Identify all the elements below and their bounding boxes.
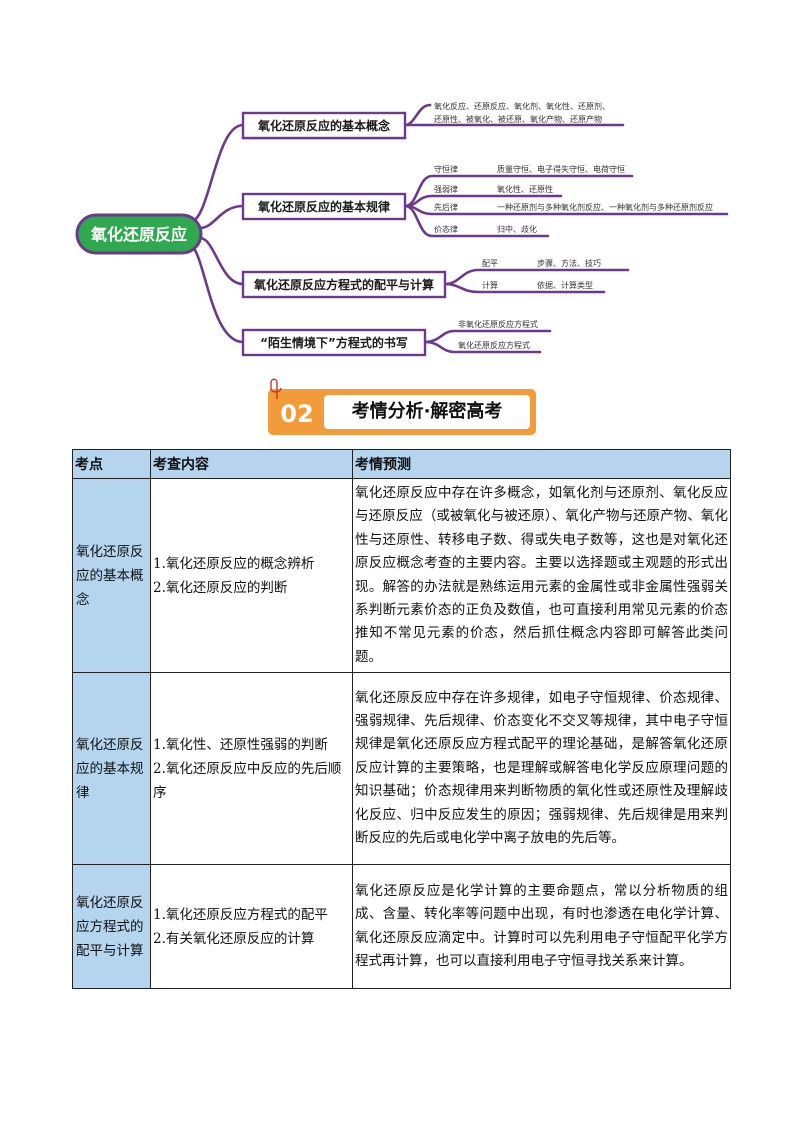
branch-label: 氧化还原反应的基本规律 — [257, 199, 390, 214]
leaf-name: 强弱律 — [434, 184, 458, 194]
header-content: 考查内容 — [150, 449, 353, 479]
table-row: 氧化还原反应方程式的配平与计算 1.氧化还原反应方程式的配平 2.有关氧化还原反… — [72, 864, 731, 989]
branch-box — [241, 270, 447, 299]
cell-content: 1.氧化还原反应的概念辨析 2.氧化还原反应的判断 — [150, 478, 353, 673]
root-label: 氧化还原反应 — [90, 225, 187, 244]
header-forecast: 考情预测 — [352, 449, 731, 479]
cell-point: 氧化还原反应的基本概念 — [72, 478, 151, 673]
paperclip-icon — [270, 378, 282, 399]
section-title: 考情分析·解密高考 — [351, 401, 503, 422]
cell-point: 氧化还原反应的基本规律 — [72, 672, 151, 865]
mind-map: 氧化还原反应 氧化还原反应的基本概念 氧化还原反应的基本规律 氧化还原反应方程式… — [75, 101, 729, 357]
leaf-detail: 氧化性、还原性 — [497, 184, 553, 194]
leaf-detail: 依据、计算类型 — [537, 280, 593, 290]
branch-box — [241, 111, 407, 140]
branch-box — [241, 192, 407, 221]
cell-content: 1.氧化还原反应方程式的配平 2.有关氧化还原反应的计算 — [150, 864, 353, 989]
table-row: 氧化还原反应的基本概念 1.氧化还原反应的概念辨析 2.氧化还原反应的判断 氧化… — [72, 478, 731, 673]
cell-forecast: 氧化还原反应中存在许多规律，如电子守恒规律、价态规律、强弱规律、先后规律、价态变… — [352, 672, 731, 865]
section-banner: 02 考情分析·解密高考 — [268, 375, 538, 437]
leaf-name: 价态律 — [434, 224, 458, 234]
leaf-name: 先后律 — [434, 202, 458, 212]
content-item: 1.氧化还原反应方程式的配平 — [153, 906, 328, 923]
header-point: 考点 — [72, 449, 151, 479]
leaf-detail: 归中、歧化 — [497, 224, 537, 234]
cell-forecast: 氧化还原反应是化学计算的主要命题点，常以分析物质的组成、含量、转化率等问题中出现… — [352, 864, 731, 989]
leaf-detail: 质量守恒、电子得失守恒、电荷守恒 — [497, 164, 625, 174]
cell-forecast: 氧化还原反应中存在许多概念，如氧化剂与还原剂、氧化反应与还原反应（或被氧化与被还… — [352, 478, 731, 673]
leaf-name: 守恒律 — [434, 164, 458, 174]
leaf-text: 氧化还原反应方程式 — [458, 340, 530, 350]
leaf-text: 还原性、被氧化、被还原、氧化产物、还原产物 — [434, 114, 602, 124]
mind-map-connectors — [188, 103, 729, 354]
content-item: 1.氧化还原反应的概念辨析 — [153, 555, 315, 572]
branch-label: “陌生情境下”方程式的书写 — [260, 335, 408, 350]
content-item: 2.氧化还原反应中反应的先后顺序 — [153, 760, 342, 801]
section-number: 02 — [280, 400, 314, 428]
branch-label: 氧化还原反应方程式的配平与计算 — [253, 277, 434, 292]
table-row: 氧化还原反应的基本规律 1.氧化性、还原性强弱的判断 2.氧化还原反应中反应的先… — [72, 672, 731, 865]
leaf-name: 计算 — [482, 280, 498, 290]
cell-content: 1.氧化性、还原性强弱的判断 2.氧化还原反应中反应的先后顺序 — [150, 672, 353, 865]
root-node — [75, 213, 203, 255]
leaf-text: 非氧化还原反应方程式 — [458, 319, 538, 329]
leaf-text: 氧化反应、还原反应、氧化剂、氧化性、还原剂、 — [434, 101, 610, 111]
branch-label: 氧化还原反应的基本概念 — [257, 118, 390, 133]
content-item: 1.氧化性、还原性强弱的判断 — [153, 736, 328, 753]
table-header-row: 考点 考查内容 考情预测 — [72, 449, 731, 479]
cell-point: 氧化还原反应方程式的配平与计算 — [72, 864, 151, 989]
leaf-name: 配平 — [482, 259, 498, 268]
content-item: 2.有关氧化还原反应的计算 — [153, 930, 315, 947]
exam-analysis-table: 考点 考查内容 考情预测 氧化还原反应的基本概念 1.氧化还原反应的概念辨析 2… — [72, 449, 731, 989]
leaf-detail: 步骤、方法、技巧 — [537, 258, 601, 268]
banner-title-box: 考情分析·解密高考 — [324, 395, 530, 429]
branch-box — [241, 328, 427, 357]
leaf-detail: 一种还原剂与多种氧化剂反应、一种氧化剂与多种还原剂反应 — [497, 202, 713, 212]
content-item: 2.氧化还原反应的判断 — [153, 579, 288, 596]
